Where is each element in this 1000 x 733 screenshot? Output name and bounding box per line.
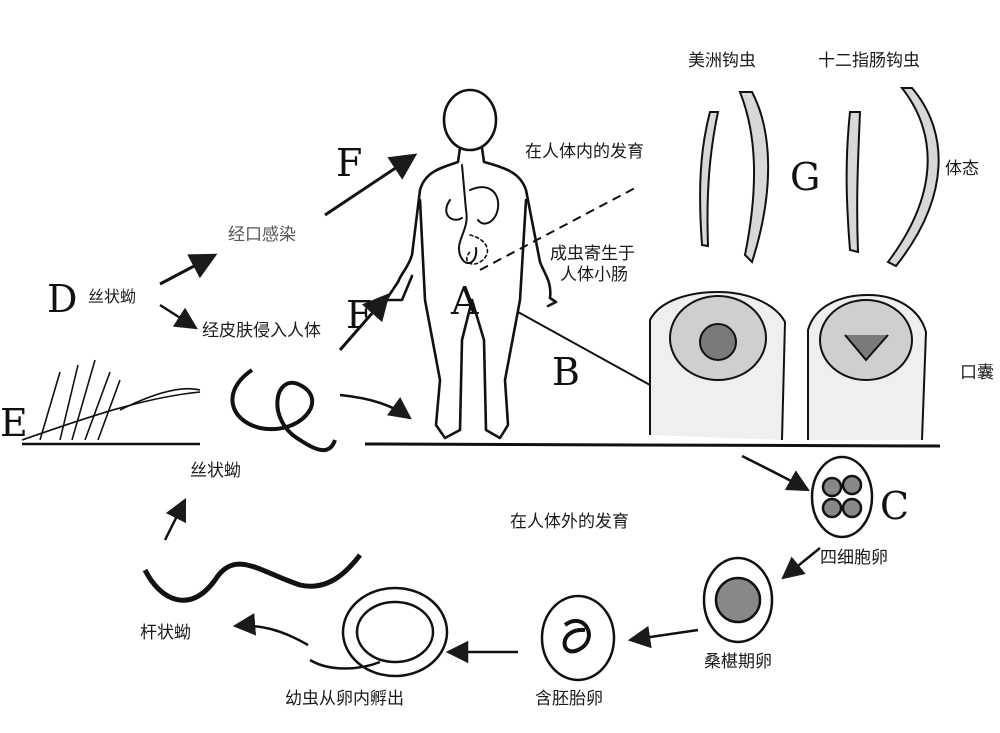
letter-e: E [0,401,28,445]
label-outside-body: 在人体外的发育 [510,512,629,532]
label-adult-parasite-line2: 人体小肠 [560,265,628,285]
label-body-form: 体态 [945,159,979,179]
label-rhabditiform-larva: 杆状蚴 [140,623,191,643]
arrow-d-skin [159,303,198,330]
letter-a: A [451,279,479,323]
filariform-larva-drawing [230,368,337,453]
letter-f-top: F [336,141,363,185]
label-embryonated-egg: 含胚胎卵 [535,689,603,709]
label-buccal-capsule: 口囊 [960,363,994,383]
label-four-cell-egg: 四细胞卵 [820,548,888,568]
letter-g: G [790,155,821,199]
label-filariform-larva: 丝状蚴 [190,461,241,481]
arrow-to-embryonated [627,625,699,649]
arrow-f-top [324,153,418,217]
human-body-outline [384,88,558,440]
grass-soil [21,359,201,446]
arrow-to-rhabditiform [232,613,309,647]
arrow-to-morula [781,547,821,580]
label-morula-egg: 桑椹期卵 [704,652,772,672]
hatching-larva-drawing [309,586,449,678]
embryonated-egg-drawing [540,594,616,682]
label-inside-body: 在人体内的发育 [525,142,644,162]
four-cell-egg-drawing [810,455,874,539]
adult-worms [699,87,940,268]
letter-c: C [880,484,910,528]
letter-f-mid: F [346,293,373,337]
label-filariform-larva-d: 丝状蚴 [88,287,137,306]
letter-d: D [47,277,78,321]
letter-b: B [552,350,580,394]
label-american-hookworm: 美洲钩虫 [688,51,756,71]
arrow-f-mid [338,292,390,351]
arrow-d-oral [159,253,218,286]
rhabditiform-larva-drawing [142,553,362,603]
divider-line [364,442,941,448]
label-adult-parasite-line1: 成虫寄生于 [550,244,635,264]
label-oral-infection: 经口感染 [228,225,296,245]
label-duodenal-hookworm: 十二指肠钩虫 [818,51,920,71]
arrow-to-filariform [163,497,187,541]
buccal-capsules [649,290,928,441]
arrow-to-four-cell [741,454,810,492]
pointer-line-b [517,311,651,386]
label-skin-infection: 经皮肤侵入人体 [202,321,321,341]
arrow-larva-to-body [339,393,412,420]
label-larva-hatch: 幼虫从卵内孵出 [285,689,404,709]
morula-egg-drawing [702,556,774,644]
